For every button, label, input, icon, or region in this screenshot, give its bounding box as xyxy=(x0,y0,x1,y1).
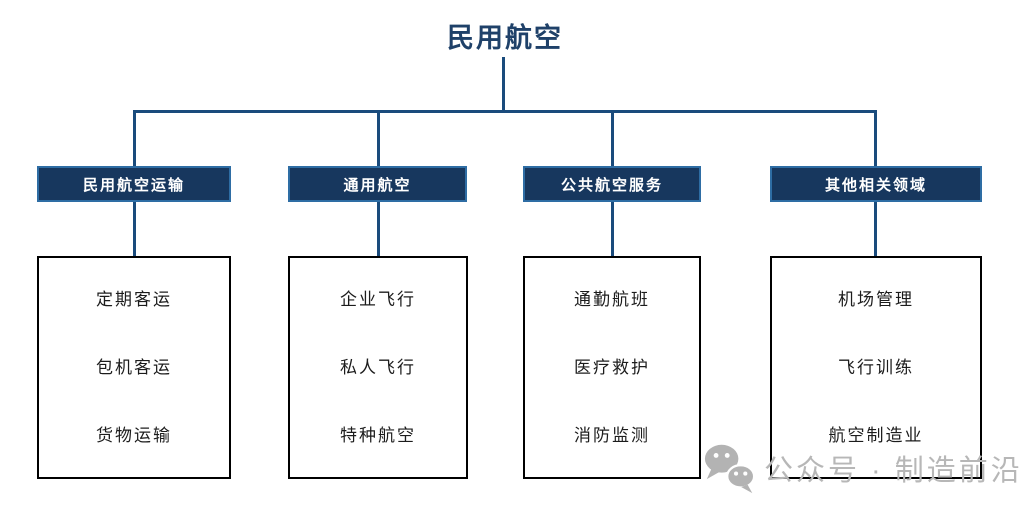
branch-list-public-air-services: 通勤航班 医疗救护 消防监测 xyxy=(523,256,701,479)
list-item: 特种航空 xyxy=(340,425,416,445)
branch-header-general-aviation: 通用航空 xyxy=(288,166,467,202)
connector-branch-1-upper xyxy=(133,110,136,166)
list-item: 消防监测 xyxy=(574,425,650,445)
connector-branch-2-upper xyxy=(377,110,380,166)
branch-header-civil-air-transport: 民用航空运输 xyxy=(37,166,231,202)
connector-horizontal xyxy=(133,110,877,113)
list-item: 货物运输 xyxy=(96,425,172,445)
list-item: 机场管理 xyxy=(838,290,914,310)
list-item: 飞行训练 xyxy=(838,358,914,377)
connector-branch-4-lower xyxy=(874,202,877,257)
branch-list-other-related-fields: 机场管理 飞行训练 航空制造业 xyxy=(770,256,982,479)
branch-list-general-aviation: 企业飞行 私人飞行 特种航空 xyxy=(288,256,468,479)
list-item: 医疗救护 xyxy=(574,358,650,377)
list-item: 企业飞行 xyxy=(340,290,416,310)
branch-header-public-air-services: 公共航空服务 xyxy=(523,166,701,202)
connector-branch-1-lower xyxy=(133,202,136,257)
wechat-icon xyxy=(704,444,756,494)
branch-header-other-related-fields: 其他相关领域 xyxy=(770,166,982,202)
diagram-root-title: 民用航空 xyxy=(447,23,563,53)
list-item: 私人飞行 xyxy=(340,358,416,377)
branch-list-civil-air-transport: 定期客运 包机客运 货物运输 xyxy=(37,256,231,479)
connector-branch-4-upper xyxy=(874,110,877,166)
connector-branch-2-lower xyxy=(377,202,380,257)
list-item: 包机客运 xyxy=(96,358,172,377)
list-item: 定期客运 xyxy=(96,290,172,310)
list-item: 通勤航班 xyxy=(574,290,650,310)
connector-branch-3-lower xyxy=(611,202,614,257)
connector-title-stem xyxy=(502,57,505,111)
list-item: 航空制造业 xyxy=(828,425,924,445)
connector-branch-3-upper xyxy=(611,110,614,166)
